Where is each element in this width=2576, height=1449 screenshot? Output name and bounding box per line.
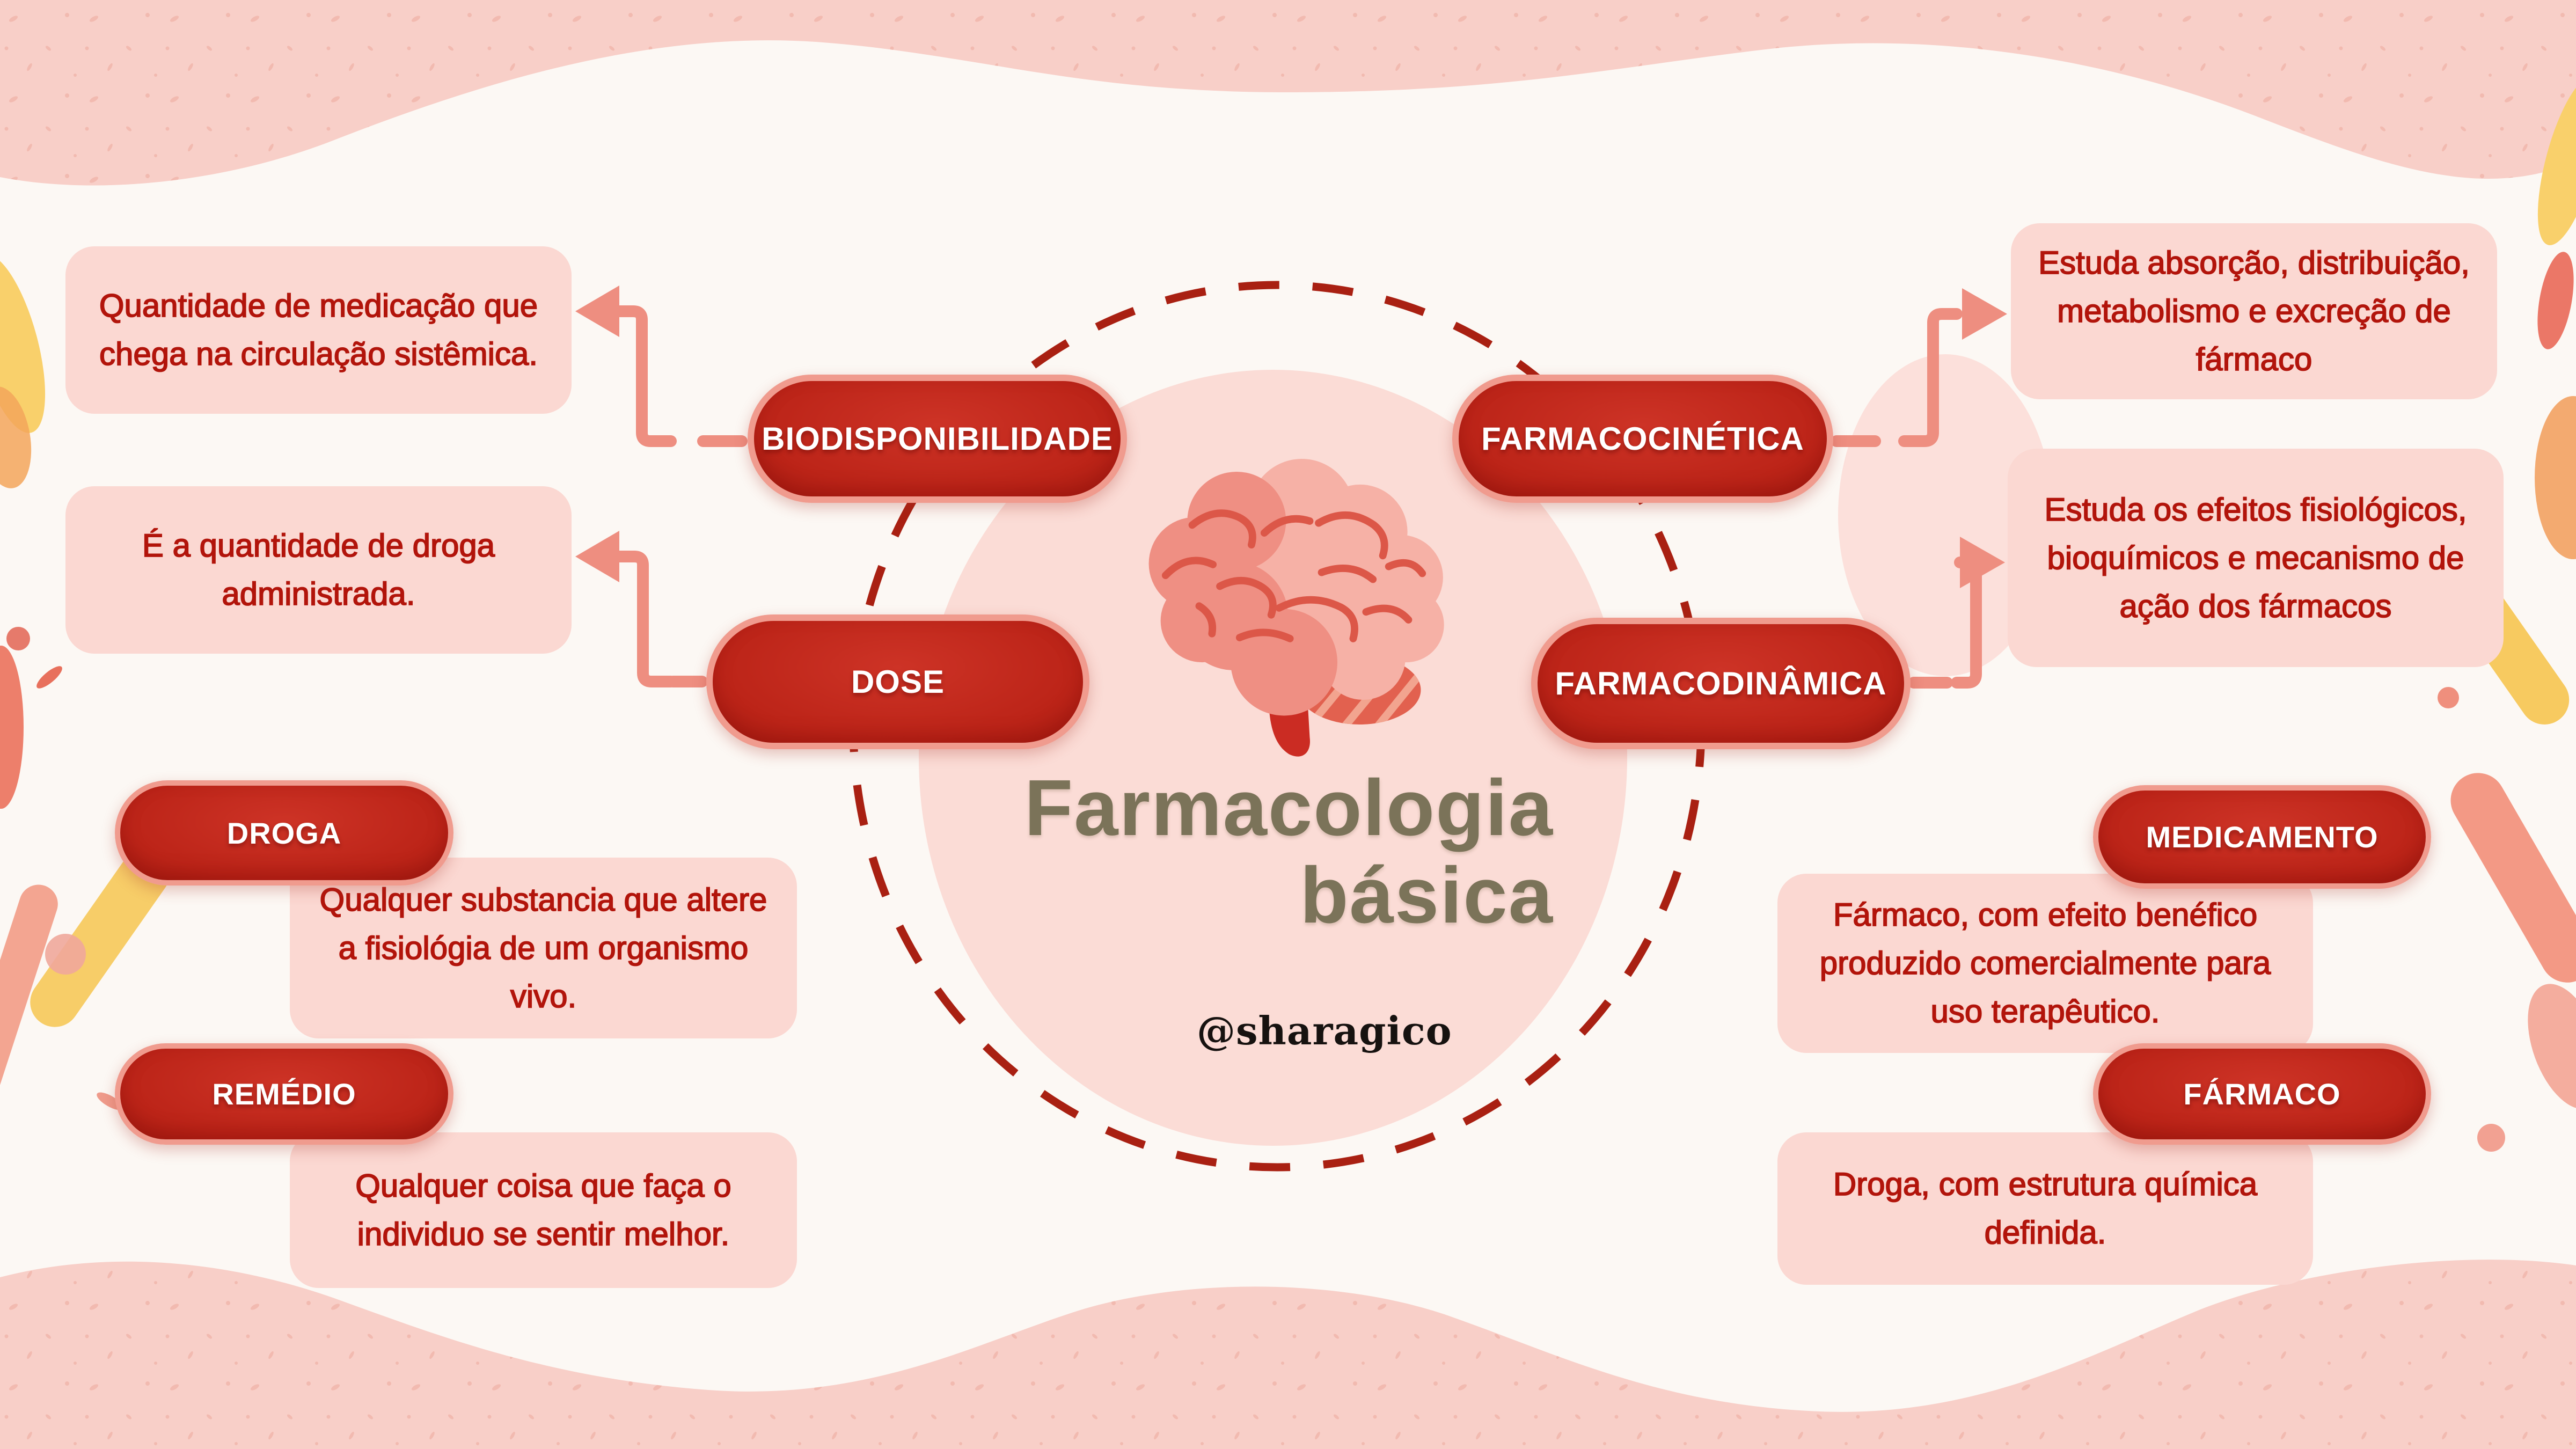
connector-dose	[612, 551, 708, 687]
decorative-pink-blob	[1838, 354, 2053, 676]
top-wave	[0, 0, 2576, 186]
page-title-line2: básica	[1300, 851, 1554, 940]
node-remedio: REMÉDIO	[115, 1043, 453, 1145]
center-circle	[919, 370, 1627, 1146]
arrow-right-icon	[1962, 288, 2007, 340]
remedio-description: Qualquer coisa que faça o individuo se s…	[290, 1132, 797, 1288]
node-biodisponibilidade: BIODISPONIBILIDADE	[748, 375, 1127, 503]
node-farmacocinetica: FARMACOCINÉTICA	[1452, 375, 1833, 503]
page-title: Farmacologia básica	[963, 764, 1554, 940]
node-farmaco: FÁRMACO	[2093, 1043, 2431, 1145]
arrow-left-icon	[575, 286, 619, 337]
bottom-wave	[0, 1260, 2576, 1449]
droga-description: Qualquer substancia que altere a fisioló…	[290, 858, 797, 1038]
connector-biodisponibilidade	[611, 305, 748, 447]
arrow-right-icon	[1960, 537, 2005, 588]
node-farmacodinamica: FARMACODINÂMICA	[1531, 618, 1911, 749]
arrow-left-icon	[575, 531, 619, 582]
connector-farmacocinetica	[1831, 308, 1963, 447]
brain-icon	[1148, 459, 1444, 757]
farmacocinetica-description: Estuda absorção, distribuição, metabolis…	[2011, 223, 2497, 399]
medicamento-description: Fármaco, com efeito benéfico produzido c…	[1777, 874, 2313, 1053]
dose-description: É a quantidade de droga administrada.	[65, 486, 572, 654]
node-dose: DOSE	[706, 614, 1089, 749]
farmaco-description: Droga, com estrutura química definida.	[1777, 1132, 2313, 1285]
page-title-line1: Farmacologia	[1024, 764, 1554, 852]
biodisponibilidade-description: Quantidade de medicação que chega na cir…	[65, 246, 572, 414]
node-droga: DROGA	[115, 780, 453, 885]
node-medicamento: MEDICAMENTO	[2093, 785, 2431, 889]
decorative-watercolor-left	[0, 254, 170, 1110]
brain-squiggles	[1161, 509, 1426, 642]
farmacodinamica-description: Estuda os efeitos fisiológicos, bioquími…	[2008, 449, 2504, 667]
credit-handle: @sharagico	[1197, 1008, 1452, 1053]
